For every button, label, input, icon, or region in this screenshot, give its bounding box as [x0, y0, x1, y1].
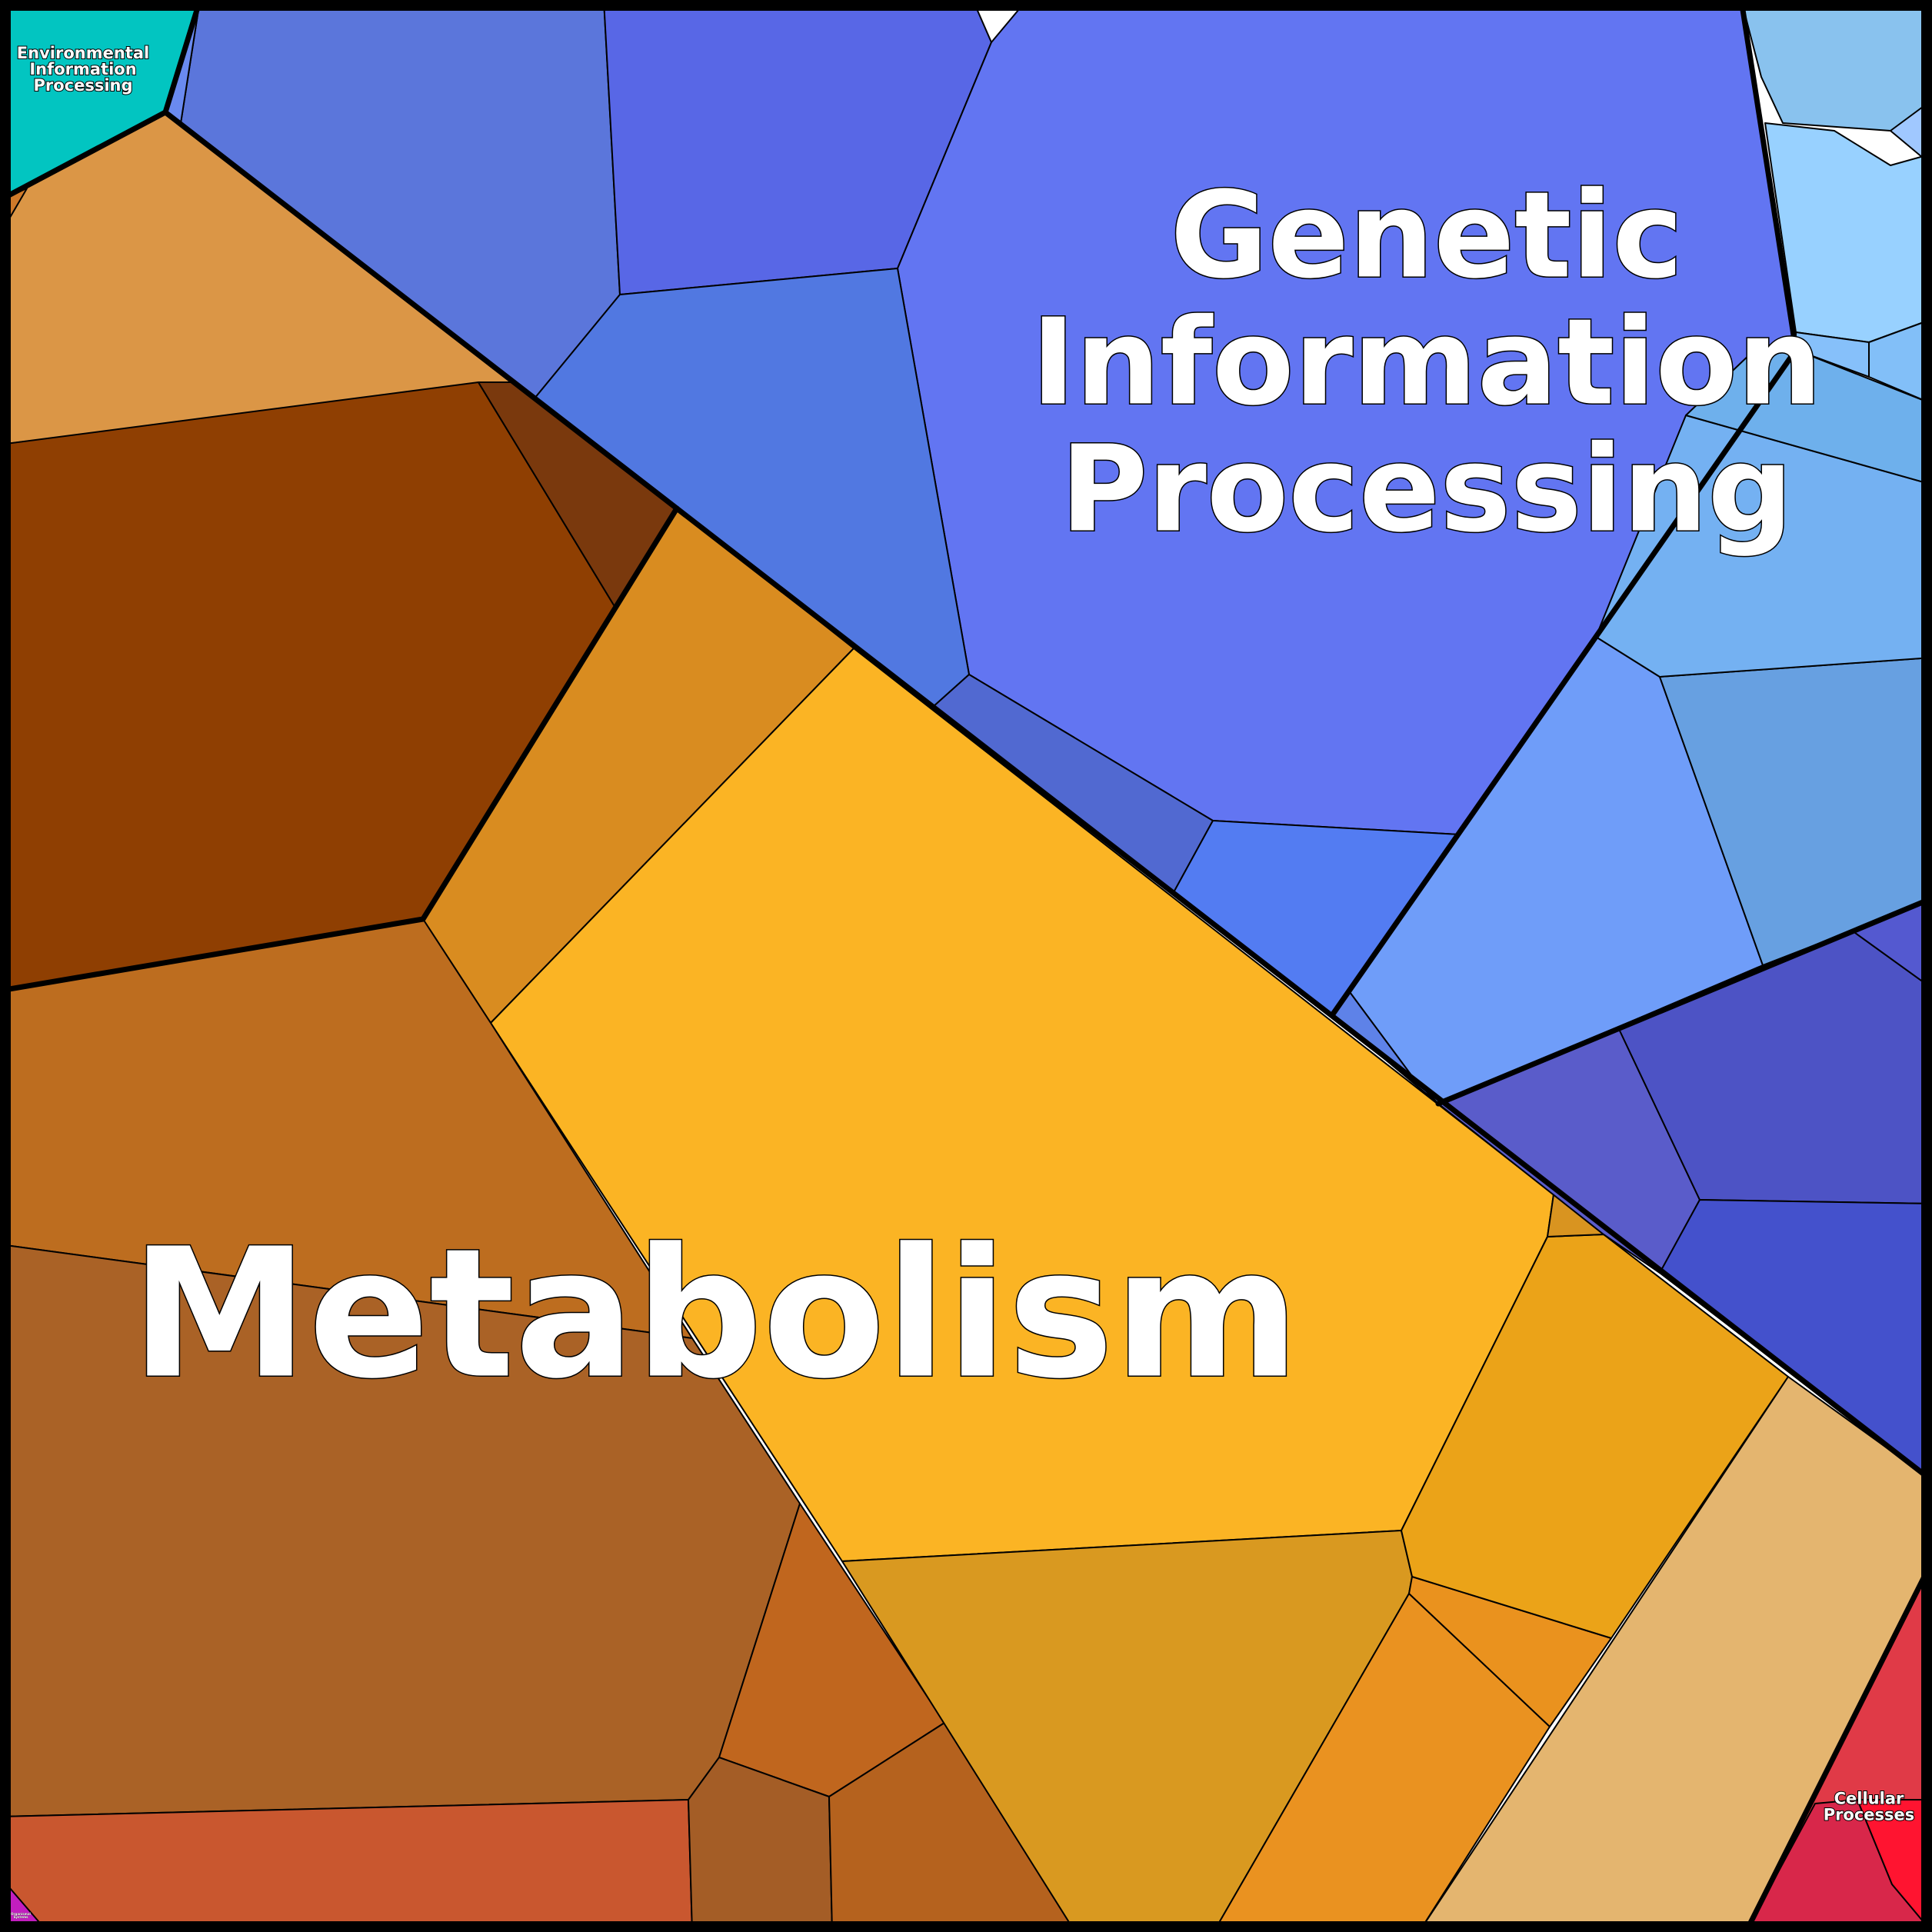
genetic-cell[interactable]	[1740, 0, 1932, 132]
border-cellular	[1743, 1558, 1932, 1932]
organismal-label-line: Organismal	[11, 1912, 31, 1916]
category-labels: MetabolismGeneticInformationProcessingEn…	[11, 43, 1915, 1919]
genetic-label-line: Information	[1031, 292, 1823, 431]
environmental-label-line: Environmental	[17, 44, 149, 62]
border-metabolism-inner	[0, 505, 680, 994]
cellular-label-line: Cellular	[1834, 1790, 1904, 1808]
organismal-cell[interactable]	[0, 1876, 48, 1932]
genetic-information-processing-cells	[165, 0, 1932, 1481]
genetic-cell[interactable]	[1659, 1199, 1932, 1481]
cellular-cell[interactable]	[1857, 1799, 1932, 1932]
border-genetic-inner	[1329, 0, 1799, 1018]
environmental-label-line: Processing	[33, 76, 132, 95]
genetic-cell[interactable]	[1685, 349, 1932, 485]
border-metabolism-genetic	[162, 109, 1932, 1484]
genetic-cell[interactable]	[1595, 415, 1932, 678]
cellular-label-line: Processes	[1824, 1806, 1915, 1824]
genetic-cell[interactable]	[1868, 318, 1932, 405]
border-genetic-lower	[1435, 895, 1932, 1107]
organismal-systems-cells	[0, 1876, 48, 1932]
metabolism-label-line: Metabolism	[131, 1210, 1300, 1417]
environmental-label-line: Information	[29, 60, 136, 78]
metabolism-cell[interactable]	[0, 1799, 693, 1932]
metabolism-cell[interactable]	[828, 1722, 1076, 1932]
metabolism-cells	[0, 112, 1932, 1932]
genetic-label-line: Processing	[1061, 419, 1793, 558]
organismal-label-line: Systems	[13, 1915, 28, 1919]
genetic-label-line: Genetic	[1171, 165, 1684, 305]
border-environmental	[0, 0, 203, 203]
